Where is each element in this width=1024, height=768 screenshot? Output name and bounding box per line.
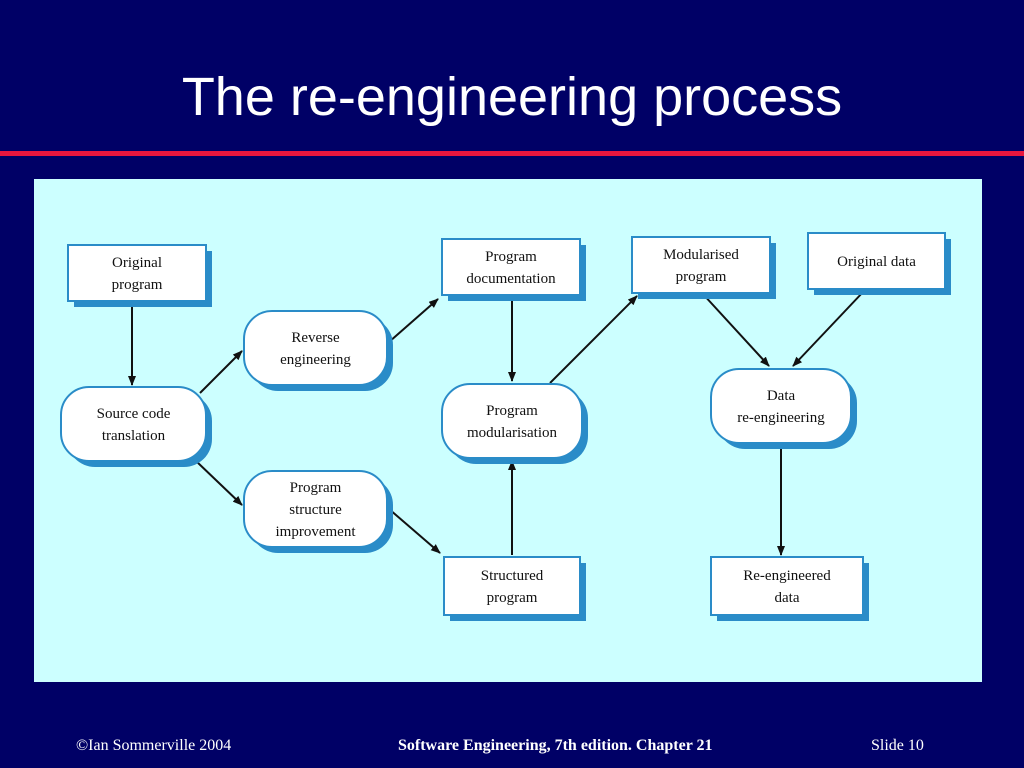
node-box bbox=[441, 238, 581, 296]
footer-slide-number: Slide 10 bbox=[871, 737, 924, 754]
node-label-line: data bbox=[775, 590, 800, 606]
slide-title: The re-engineering process bbox=[181, 67, 843, 127]
node-label-line: Original data bbox=[837, 254, 916, 270]
node-reengineered-data: Re-engineered data bbox=[710, 556, 869, 621]
arrow-original-data-to-data-reengineering bbox=[792, 290, 865, 367]
node-structured-program: Structured program bbox=[443, 556, 586, 621]
node-box bbox=[243, 470, 388, 548]
node-label-line: program bbox=[487, 590, 538, 606]
node-original-program: Original program bbox=[67, 244, 212, 307]
arrow-reverse-engineering-to-program-documentation bbox=[388, 298, 439, 343]
footer-book-title: Software Engineering, 7th edition. Chapt… bbox=[398, 737, 713, 754]
node-program-modularisation: Program modularisation bbox=[441, 383, 588, 464]
title-divider bbox=[0, 151, 1024, 156]
node-label-line: Data bbox=[767, 388, 796, 404]
node-label-line: improvement bbox=[276, 524, 357, 540]
node-label-line: documentation bbox=[466, 271, 556, 287]
node-data-reengineering: Data re-engineering bbox=[710, 368, 857, 449]
node-box bbox=[441, 383, 583, 459]
node-box bbox=[443, 556, 581, 616]
node-label-line: engineering bbox=[280, 352, 351, 368]
node-label-line: re-engineering bbox=[737, 410, 825, 426]
arrow-modularised-program-to-data-reengineering bbox=[701, 292, 770, 367]
node-reverse-engineering: Reverse engineering bbox=[243, 310, 393, 391]
node-label-line: Structured bbox=[481, 568, 544, 584]
node-box bbox=[60, 386, 207, 462]
node-box bbox=[710, 556, 864, 616]
node-label-line: translation bbox=[102, 428, 166, 444]
arrow-program-structure-improvement-to-structured-program bbox=[388, 508, 441, 554]
node-box bbox=[243, 310, 388, 386]
node-label-line: Program bbox=[290, 480, 342, 496]
node-label-line: Program bbox=[485, 249, 537, 265]
node-program-documentation: Program documentation bbox=[441, 238, 586, 301]
node-label-line: Program bbox=[486, 403, 538, 419]
node-label-line: modularisation bbox=[467, 425, 557, 441]
node-source-code-translation: Source code translation bbox=[60, 386, 212, 467]
node-modularised-program: Modularised program bbox=[631, 236, 776, 299]
arrow-source-code-translation-to-program-structure-improvement bbox=[195, 460, 243, 506]
arrow-source-code-translation-to-reverse-engineering bbox=[199, 350, 243, 394]
node-label-line: Source code bbox=[97, 406, 171, 422]
node-label-line: structure bbox=[289, 502, 342, 518]
node-original-data: Original data bbox=[807, 232, 951, 295]
footer-copyright: ©Ian Sommerville 2004 bbox=[76, 737, 232, 754]
node-box bbox=[807, 232, 946, 290]
node-label-line: Original bbox=[112, 255, 162, 271]
node-label-line: Re-engineered bbox=[743, 568, 831, 584]
node-label-line: program bbox=[676, 269, 727, 285]
node-label-line: Reverse bbox=[291, 330, 340, 346]
arrow-program-modularisation-to-modularised-program bbox=[549, 295, 638, 384]
node-label-line: Modularised bbox=[663, 247, 739, 263]
node-box bbox=[710, 368, 852, 444]
node-label-line: program bbox=[112, 277, 163, 293]
node-box bbox=[631, 236, 771, 294]
node-box bbox=[67, 244, 207, 302]
node-program-structure-improvement: Program structure improvement bbox=[243, 470, 393, 553]
